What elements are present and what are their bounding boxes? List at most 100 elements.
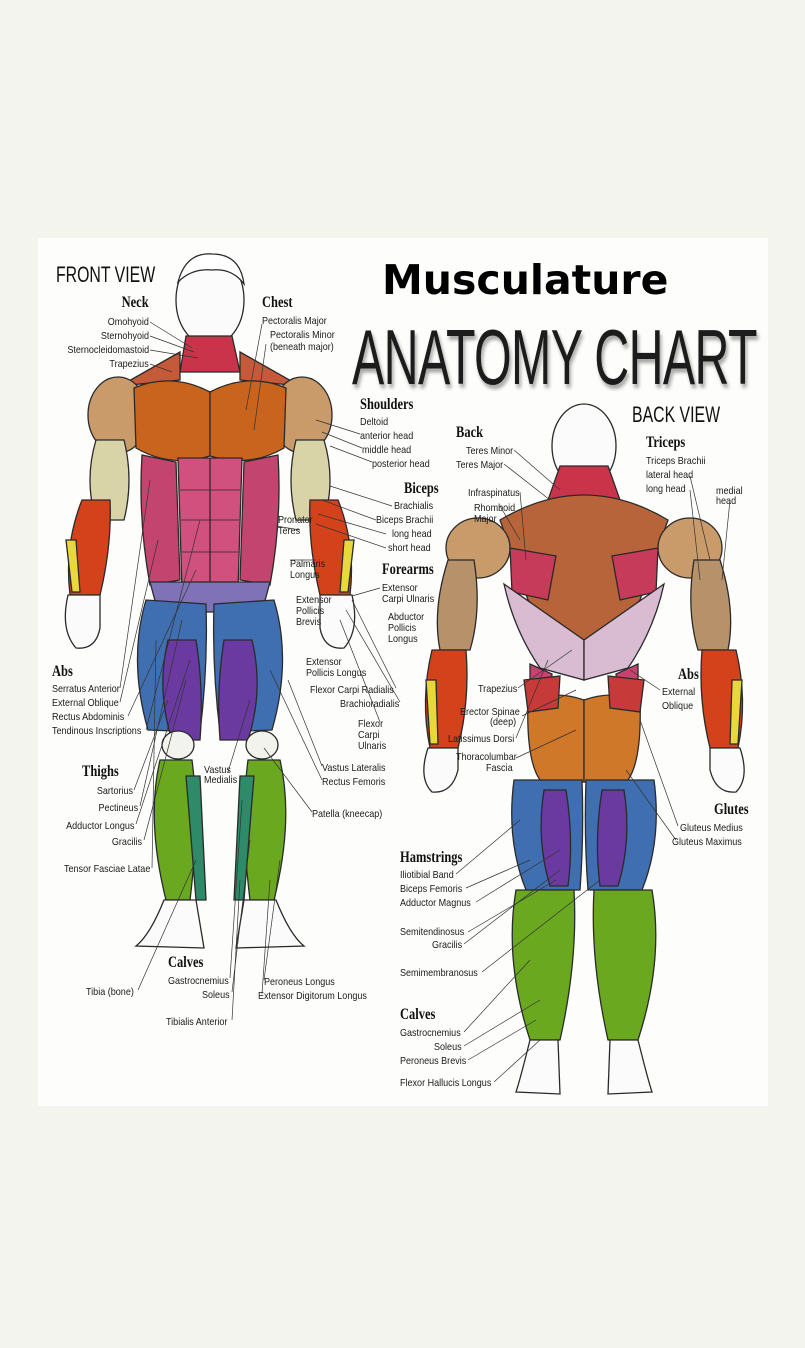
label-short-head: short head [388, 542, 431, 554]
label-tendinous-inscriptions: Tendinous Inscriptions [52, 725, 142, 737]
label-latissimus-dorsi: Latissimus Dorsi [448, 733, 515, 745]
front-forearm-yellow-right [339, 539, 355, 593]
label-rhomboid: Rhomboid [474, 502, 516, 514]
label-teres-major: Teres Major [456, 459, 504, 471]
abs-back-header: Abs [678, 666, 699, 683]
label-serratus-anterior: Serratus Anterior [52, 683, 120, 695]
thighs-header: Thighs [82, 763, 119, 780]
label-teres: Teres [278, 525, 301, 537]
label-carpi-ulnaris: Carpi Ulnaris [382, 593, 435, 605]
back-hand-left [423, 747, 459, 793]
label-abductor-longus: Longus [388, 633, 418, 645]
label-extensor-pollicis-brevis-1: Extensor [296, 594, 332, 606]
label-peroneus-brevis: Peroneus Brevis [400, 1055, 467, 1067]
label-sternocleidomastoid: Sternocleidomastoid [67, 344, 149, 356]
label-soleus-back: Soleus [434, 1041, 462, 1053]
front-neck-muscles [179, 335, 241, 373]
label-medialis: Medialis [204, 774, 238, 786]
back-triceps-right [690, 559, 732, 651]
back-gluteus-medius-left [523, 675, 561, 713]
front-foot-right [235, 899, 306, 949]
back-latissimus-right [583, 582, 665, 681]
label-oblique: Oblique [662, 700, 694, 712]
label-tibialis-anterior: Tibialis Anterior [166, 1016, 228, 1028]
label-extensor: Extensor [382, 582, 418, 594]
front-pectoral-left [133, 380, 211, 462]
label-semimembranosus: Semimembranosus [400, 967, 478, 979]
front-hair [176, 253, 245, 287]
label-rhomboid-major: Major [474, 513, 497, 525]
label-tibia: Tibia (bone) [86, 986, 134, 998]
front-knee-right [245, 730, 279, 760]
label-infraspinatus: Infraspinatus [468, 487, 520, 499]
label-gracilis-back: Gracilis [432, 939, 463, 951]
hamstrings-header: Hamstrings [400, 849, 463, 866]
label-semitendinosus: Semitendinosus [400, 926, 465, 938]
label-brachioradialis: Brachioradialis [340, 698, 400, 710]
label-pectineus: Pectineus [98, 802, 138, 814]
back-figure [423, 403, 745, 1095]
label-soleus-front: Soleus [202, 989, 230, 1001]
label-abductor-pollicis: Pollicis [388, 622, 417, 634]
label-brachialis: Brachialis [394, 500, 434, 512]
label-vastus-lateralis: Vastus Lateralis [322, 762, 386, 774]
front-hand-left [64, 594, 101, 649]
label-deltoid: Deltoid [360, 416, 389, 428]
front-pectoral-right [209, 380, 287, 462]
label-flexor-hallucis-longus: Flexor Hallucis Longus [400, 1077, 492, 1089]
label-middle-head: middle head [362, 444, 412, 456]
label-flexor: Flexor [358, 718, 384, 730]
back-gluteus-medius-right [607, 675, 645, 713]
front-adductor-left [162, 639, 202, 741]
front-forearm-yellow-left [65, 539, 81, 593]
back-view-title: BACK VIEW [632, 402, 721, 427]
label-gluteus-maximus: Gluteus Maximus [672, 836, 742, 848]
label-thoracolumbar: Thoracolumbar [456, 751, 517, 763]
label-peroneus-longus: Peroneus Longus [264, 976, 335, 988]
label-patella: Patella (kneecap) [312, 808, 383, 820]
back-infraspinatus-right [611, 547, 659, 601]
label-biceps-brachii: Biceps Brachii [376, 514, 434, 526]
label-beneath-major: (beneath major) [270, 341, 334, 353]
label-trapezius-front: Trapezius [109, 358, 149, 370]
label-medial-head: head [716, 495, 737, 507]
label-adductor-longus: Adductor Longus [65, 820, 134, 832]
front-tibialis-left [185, 775, 207, 901]
front-tibialis-right [233, 775, 255, 901]
shoulders-header: Shoulders [360, 396, 414, 413]
label-trapezius-back: Trapezius [478, 683, 518, 695]
label-tensor-fasciae-latae: Tensor Fasciae Latae [64, 863, 151, 875]
label-erector-spinae: Erector Spinae [460, 706, 520, 718]
label-flexor-carpi-radialis: Flexor Carpi Radialis [310, 684, 394, 696]
label-adductor-magnus: Adductor Magnus [400, 897, 471, 909]
biceps-header: Biceps [404, 480, 439, 497]
glutes-header: Glutes [714, 801, 749, 818]
label-sartorius: Sartorius [96, 785, 133, 797]
calves-front-header: Calves [168, 954, 204, 971]
label-pectoralis-minor: Pectoralis Minor [270, 329, 335, 341]
label-posterior-head: posterior head [372, 458, 430, 470]
label-longus: Longus [290, 569, 320, 581]
front-leader-lines [119, 321, 401, 1021]
label-extensor-pollicis-brevis-2: Pollicis [296, 605, 325, 617]
label-abductor: Abductor [388, 611, 425, 623]
forearms-header: Forearms [382, 561, 434, 578]
chest-header: Chest [262, 294, 293, 311]
back-foot-right [607, 1039, 653, 1095]
label-long-head: long head [392, 528, 432, 540]
label-fascia: Fascia [486, 762, 513, 774]
label-triceps-brachii: Triceps Brachii [646, 455, 706, 467]
front-view-title: FRONT VIEW [56, 262, 156, 287]
label-external-oblique: External Oblique [52, 697, 119, 709]
neck-header: Neck [121, 294, 149, 311]
front-foot-left [134, 899, 205, 949]
label-pronator: Pronator [278, 514, 313, 526]
back-header: Back [456, 424, 484, 441]
front-knee-left [161, 730, 195, 760]
calves-back-header: Calves [400, 1006, 436, 1023]
label-biceps-femoris: Biceps Femoris [400, 883, 463, 895]
label-extensor-pollicis-longus-2: Pollicis Longus [306, 667, 367, 679]
back-calf-left [511, 889, 576, 1041]
